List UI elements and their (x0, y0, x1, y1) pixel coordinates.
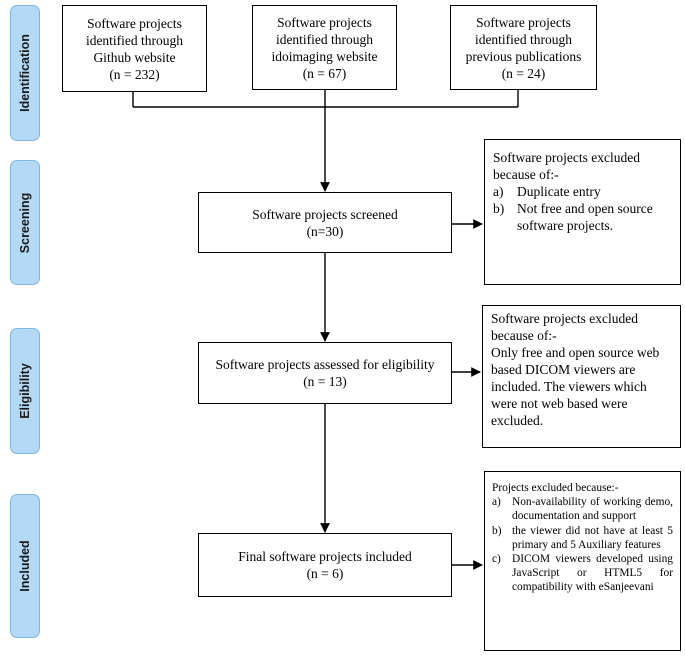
source-publications-box: Software projects identified through pre… (450, 5, 597, 90)
stage-eligibility: Eligibility (10, 328, 40, 454)
box-text: Software projects (476, 14, 571, 30)
excluded-header: because of:- (493, 167, 559, 182)
list-item: b) Not free and open source software pro… (493, 200, 672, 234)
box-count: (n = 24) (501, 65, 546, 81)
excluded-eligibility-box: Software projects excluded because of:- … (482, 305, 681, 448)
box-text: Software projects assessed for eligibili… (215, 357, 435, 372)
excluded-included-box: Projects excluded because:- a) Non-avail… (484, 471, 681, 651)
box-text: previous publications (465, 48, 582, 64)
list-item: c) DICOM viewers developed using JavaScr… (492, 552, 673, 595)
stage-label: Eligibility (18, 363, 32, 419)
list-text: Not free and open source software projec… (517, 201, 653, 233)
list-text: DICOM viewers developed using JavaScript… (512, 553, 673, 594)
box-text: identified through (275, 31, 374, 47)
source-github-box: Software projects identified through Git… (62, 5, 207, 92)
box-text: Software projects (87, 15, 182, 31)
stage-label: Screening (18, 192, 32, 253)
list-marker: c) (492, 553, 501, 566)
list-marker: b) (492, 524, 502, 537)
list-text: Duplicate entry (517, 184, 601, 199)
box-count: (n=30) (306, 223, 344, 239)
box-text: Software projects screened (252, 206, 398, 222)
list-text: the viewer did not have at least 5 prima… (512, 524, 673, 551)
stage-included: Included (10, 494, 40, 638)
excluded-header: because of:- (491, 328, 557, 343)
list-marker: a) (492, 496, 501, 509)
box-count: (n = 232) (109, 66, 160, 82)
stage-identification: Identification (10, 5, 40, 141)
source-idoimaging-box: Software projects identified through ido… (252, 5, 397, 90)
list-item: b) the viewer did not have at least 5 pr… (492, 524, 673, 552)
excluded-screening-box: Software projects excluded because of:- … (484, 139, 681, 285)
list-marker: a) (493, 184, 504, 199)
stage-label: Identification (18, 34, 32, 112)
box-text: Github website (93, 49, 176, 65)
excluded-header: Software projects excluded (493, 150, 640, 165)
list-item: a) Non-availability of working demo, doc… (492, 495, 673, 523)
box-text: Final software projects included (238, 549, 412, 564)
box-count: (n = 13) (303, 374, 347, 389)
box-text: identified through (474, 31, 573, 47)
box-count: (n = 67) (302, 65, 347, 81)
box-text: identified through (85, 32, 184, 48)
excluded-header: Software projects excluded (491, 311, 638, 326)
included-box: Final software projects included (n = 6) (198, 533, 452, 597)
screened-box: Software projects screened (n=30) (198, 192, 452, 253)
stage-screening: Screening (10, 160, 40, 285)
excluded-header: Projects excluded because:- (492, 482, 619, 494)
list-text: Non-availability of working demo, docume… (512, 496, 673, 523)
box-count: (n = 6) (306, 566, 344, 581)
box-text: Software projects (277, 14, 372, 30)
excluded-body: Only free and open source web based DICO… (491, 345, 660, 428)
list-item: a) Duplicate entry (493, 183, 672, 200)
stage-label: Included (18, 540, 32, 592)
list-marker: b) (493, 201, 505, 216)
assessed-box: Software projects assessed for eligibili… (198, 342, 452, 404)
box-text: idoimaging website (271, 48, 378, 64)
